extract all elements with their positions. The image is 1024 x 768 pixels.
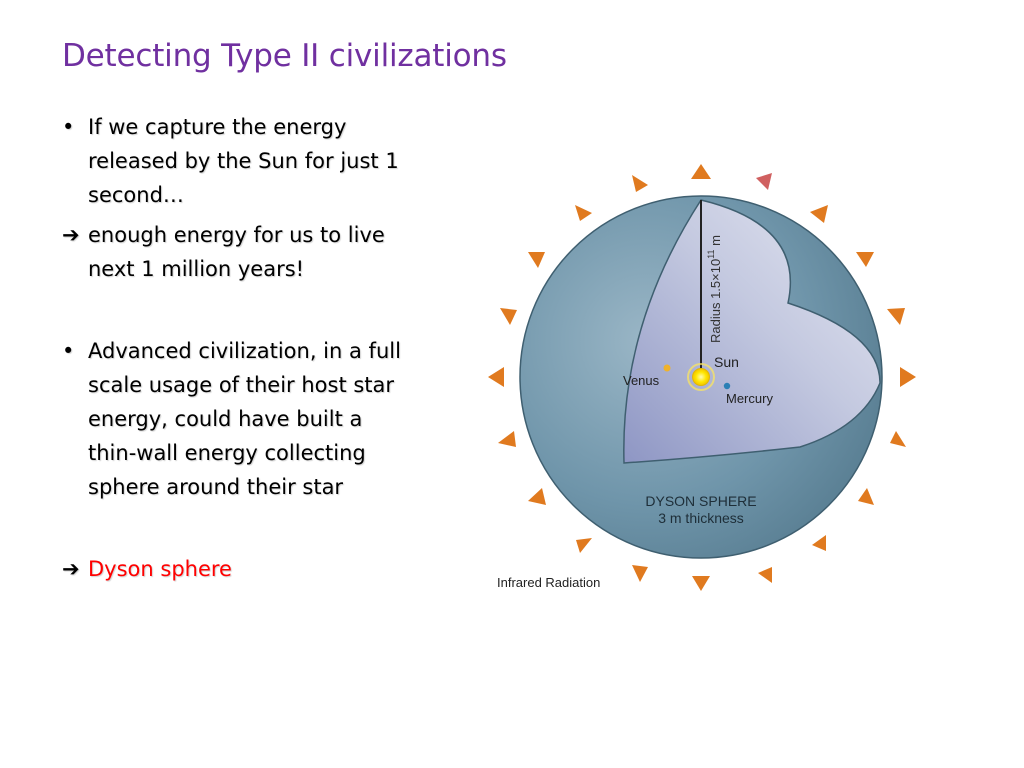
infrared-arrows (488, 164, 916, 591)
radiation-arrow-icon (488, 367, 504, 387)
radiation-arrow-icon (758, 567, 772, 583)
radiation-arrow-icon (632, 565, 648, 582)
bullet-text: If we capture the energy released by the… (88, 115, 399, 207)
arrow-right-icon: ➔ (62, 223, 80, 247)
sun-label: Sun (714, 354, 739, 370)
sun-icon (692, 368, 710, 386)
radiation-arrow-icon (810, 205, 828, 223)
bullet-item-civilization: • Advanced civilization, in a full scale… (62, 334, 402, 504)
radiation-arrow-icon (692, 576, 710, 591)
bullet-icon: • (62, 115, 75, 139)
radiation-arrow-icon (900, 367, 916, 387)
bullet-text: Advanced civilization, in a full scale u… (88, 339, 401, 499)
thickness-label: 3 m thickness (658, 510, 744, 526)
venus-label: Venus (623, 373, 660, 388)
radiation-arrow-icon (858, 488, 874, 505)
sun-glow (687, 363, 715, 391)
bullet-icon: • (62, 339, 75, 363)
arrow-item-dyson-sphere: ➔ Dyson sphere (62, 552, 402, 586)
mercury-label: Mercury (726, 391, 773, 406)
radiation-arrow-icon (812, 535, 826, 551)
radiation-arrow-icon (632, 175, 648, 192)
mercury-dot (723, 382, 731, 390)
radiation-arrow-icon (756, 173, 772, 190)
arrow-right-icon: ➔ (62, 557, 80, 581)
radiation-arrow-icon (691, 164, 711, 179)
bullet-item-energy: • If we capture the energy released by t… (62, 110, 402, 212)
dyson-sphere-illustration: Radius 1.5×1011 m Sun Venus Mercury DYSO… (488, 164, 916, 591)
sphere-cutaway (623, 199, 881, 464)
dyson-sphere-label: DYSON SPHERE (645, 493, 756, 509)
radiation-arrow-icon (887, 308, 905, 325)
venus-dot (663, 364, 671, 372)
dyson-sphere-diagram: Radius 1.5×1011 m Sun Venus Mercury DYSO… (480, 155, 930, 600)
slide-title: Detecting Type II civilizations (62, 38, 507, 74)
radiation-arrow-icon (500, 308, 517, 325)
slide-body: • If we capture the energy released by t… (62, 110, 402, 586)
dyson-sphere-text: Dyson sphere (88, 557, 232, 581)
radiation-arrow-icon (575, 205, 592, 221)
infrared-radiation-label: Infrared Radiation (497, 575, 600, 590)
radius-label: Radius 1.5×1011 m (706, 235, 723, 343)
radiation-arrow-icon (576, 538, 592, 553)
arrow-item-million-years: ➔ enough energy for us to live next 1 mi… (62, 218, 402, 286)
radiation-arrow-icon (890, 431, 906, 447)
radiation-arrow-icon (528, 488, 546, 505)
radiation-arrow-icon (528, 252, 545, 268)
radiation-arrow-icon (856, 252, 874, 267)
arrow-text: enough energy for us to live next 1 mill… (88, 223, 385, 281)
radiation-arrow-icon (498, 431, 516, 447)
